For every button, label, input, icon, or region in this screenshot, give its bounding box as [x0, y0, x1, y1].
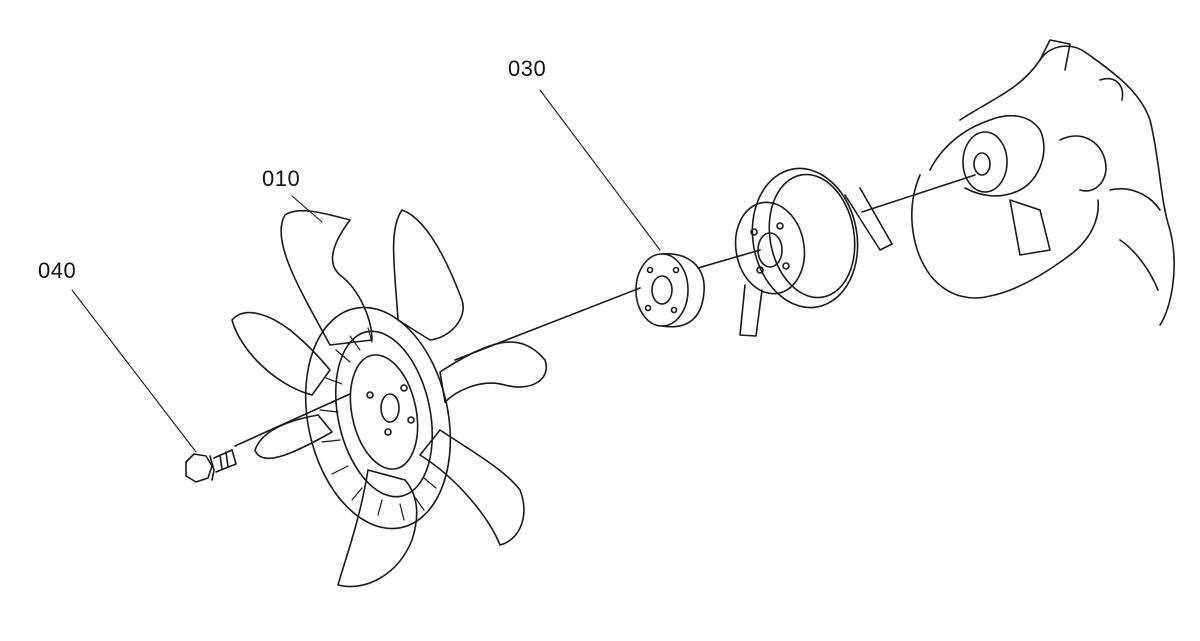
leader-lines	[72, 90, 660, 452]
fan-shroud-ribs	[320, 328, 436, 520]
belt-segment	[845, 188, 892, 250]
pump-shaft	[974, 153, 990, 175]
leader-040	[72, 290, 196, 452]
engine-housing	[912, 40, 1174, 325]
spacer-part	[636, 254, 704, 327]
fan-blade-bottom	[338, 470, 417, 587]
fan-center-bore	[381, 394, 399, 422]
fan-blade-bottom-right	[420, 430, 524, 545]
fan-shroud-outer	[286, 294, 470, 542]
fan-hub-plate	[341, 349, 428, 476]
fan-blade-top	[394, 210, 464, 340]
pulley-outer-rim	[742, 160, 869, 316]
pulley-bore	[758, 233, 782, 267]
fan-bolt-hole	[367, 392, 373, 398]
pump-boss	[963, 132, 1007, 192]
bolt-head	[186, 454, 212, 482]
fan-blade-assembly	[232, 210, 546, 587]
leader-010	[292, 196, 322, 222]
water-pump-pulley	[729, 160, 892, 336]
callout-040: 040	[38, 258, 77, 283]
fan-bolt-hole	[408, 417, 414, 423]
fan-blade-top-left	[281, 211, 372, 345]
spacer-face	[636, 254, 688, 326]
fan-blade-bottom-left	[255, 415, 332, 458]
spacer-bore	[652, 276, 672, 304]
fan-blade-right	[440, 342, 546, 402]
callout-030: 030	[508, 56, 547, 81]
bolt-part	[186, 450, 236, 482]
fan-shroud-inner	[322, 322, 447, 505]
fan-bolt-hole	[401, 385, 407, 391]
leader-030	[540, 90, 660, 250]
callout-010: 010	[262, 166, 301, 191]
fan-bolt-hole	[385, 429, 391, 435]
bolt-shank	[214, 450, 236, 472]
fan-blade-left	[232, 313, 330, 395]
bolt-flange	[210, 456, 214, 480]
spacer-side	[662, 254, 704, 327]
pulley-flange	[729, 197, 812, 299]
belt-segment	[740, 285, 762, 336]
pulley-groove	[760, 168, 864, 305]
